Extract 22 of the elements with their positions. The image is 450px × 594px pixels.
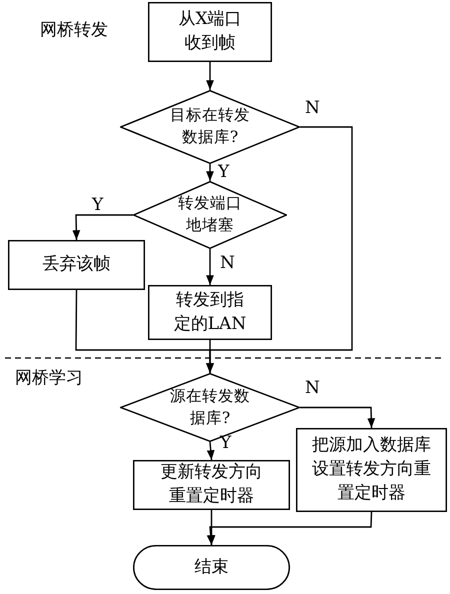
arrow [300,406,376,428]
arrow [206,512,372,546]
arrow [206,249,214,285]
arrow [72,214,133,240]
process-box: 把源加入数据库设置转发方向重置定时器 [296,428,447,512]
edge-label: Y [218,162,230,182]
decision-diamond: 目标在转发数据库? [120,90,300,164]
decision-diamond: 转发端口地堵塞 [133,181,287,249]
edge-label: N [305,98,320,118]
arrow [206,340,214,373]
process-box: 转发到指定的LAN [148,285,272,340]
edge-label: Y [92,195,104,215]
process-box: 丢弃该帧 [8,240,145,290]
arrow [206,164,214,181]
arrow [206,442,215,460]
process-box: 更新转发方向重置定时器 [133,460,290,510]
arrow [206,62,214,90]
process-box: 从X端口收到帧 [148,2,272,62]
edge-label: N [220,253,235,273]
arrow [208,510,216,545]
edge-label: N [305,378,320,398]
terminal-shape: 结束 [133,545,290,590]
